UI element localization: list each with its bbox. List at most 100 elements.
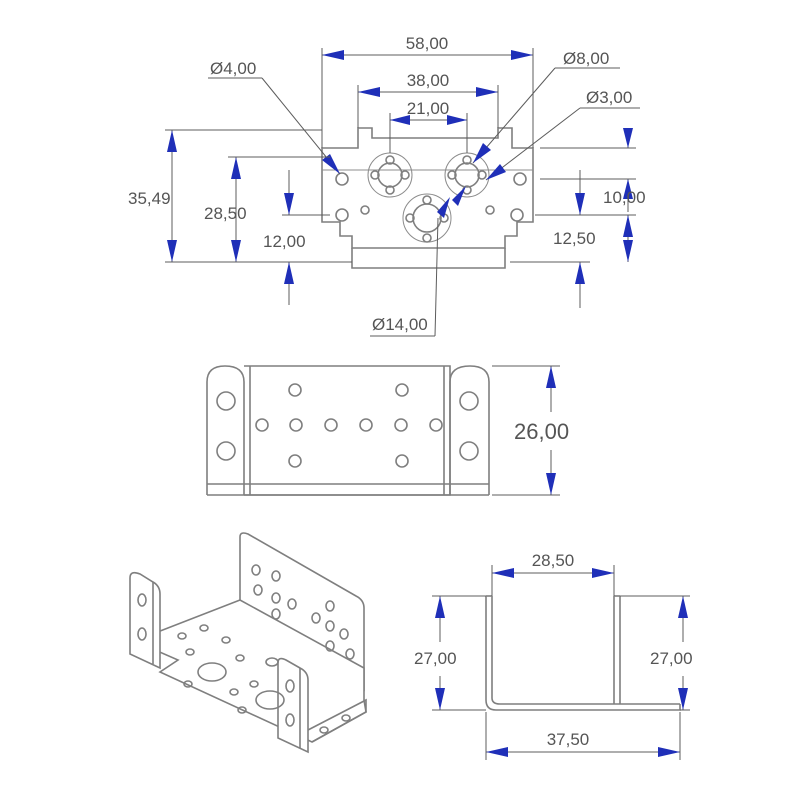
tab-hole [459, 391, 479, 411]
plate-hole [394, 418, 408, 432]
top-view-outline [321, 127, 534, 249]
hole-lower-left [335, 208, 349, 222]
arrow [492, 568, 514, 578]
iso-hole [177, 632, 187, 640]
arrow [546, 473, 556, 495]
arrow [322, 154, 340, 174]
side-view: 28,50 27,00 27,00 37,50 [414, 551, 693, 760]
arrow [435, 596, 445, 618]
plate-hole [359, 418, 373, 432]
arrow [447, 115, 467, 125]
arrow [678, 688, 688, 710]
iso-hole [271, 570, 281, 582]
iso-hole [221, 636, 231, 644]
dim-label-12-50: 12,50 [553, 229, 596, 248]
dim-label-12: 12,00 [263, 232, 306, 251]
dim-label-26: 26,00 [514, 419, 569, 444]
dim-label-dia-14: Ø14,00 [372, 315, 428, 334]
front-left-tab [206, 365, 245, 495]
hole-lower-right [510, 208, 524, 222]
top-view: 58,00 38,00 21,00 Ø4,00 Ø8,00 Ø3,00 [128, 34, 646, 337]
small-hole [447, 170, 457, 180]
small-hole [360, 205, 370, 215]
center-ring [402, 193, 452, 243]
arrow [231, 240, 241, 262]
top-view-lip [351, 248, 506, 269]
iso-hole [183, 680, 193, 688]
dim-label-28-50: 28,50 [204, 204, 247, 223]
iso-hole [265, 657, 279, 667]
small-hole [477, 170, 487, 180]
arrow [322, 50, 344, 60]
u-profile-inner [491, 596, 680, 705]
tab-hole [216, 441, 236, 461]
small-hole [405, 213, 415, 223]
dim-label-dia-4: Ø4,00 [210, 59, 256, 78]
iso-hole [339, 628, 349, 640]
iso-hole [285, 713, 295, 727]
iso-hole [249, 680, 259, 688]
horn-hole-left [377, 162, 403, 188]
arrow [231, 157, 241, 179]
iso-base-lip [307, 698, 367, 743]
iso-hole [251, 564, 261, 576]
iso-hole [137, 627, 147, 641]
small-hole [462, 155, 472, 165]
iso-hole [235, 654, 245, 662]
dim-label-58: 58,00 [406, 34, 449, 53]
iso-left-tab [129, 571, 161, 670]
plate-hole [289, 418, 303, 432]
iso-hole [325, 620, 335, 632]
iso-hole [325, 600, 335, 612]
dim-label-38: 38,00 [407, 71, 450, 90]
hole-4mm-left [335, 172, 349, 186]
arrow [435, 688, 445, 710]
arrow [358, 87, 380, 97]
small-hole [400, 170, 410, 180]
plate-hole [288, 383, 302, 397]
plate-hole [395, 454, 409, 468]
plate-hole [395, 383, 409, 397]
arrow [284, 193, 294, 215]
iso-hole [345, 648, 355, 660]
arrow [575, 262, 585, 284]
tab-hole [459, 441, 479, 461]
iso-hole [237, 706, 247, 714]
small-hole [485, 205, 495, 215]
isometric-view [129, 532, 367, 754]
u-profile-right-arm [613, 596, 621, 704]
arrow [284, 262, 294, 284]
dim-label-dia-3: Ø3,00 [586, 88, 632, 107]
iso-hole [341, 714, 351, 722]
dim-label-inner-width: 28,50 [532, 551, 575, 570]
arrow [623, 179, 633, 199]
arrow [167, 130, 177, 152]
horn-ring-right [444, 152, 490, 198]
arrow [623, 215, 633, 237]
arrow [592, 568, 614, 578]
iso-hole [137, 593, 147, 607]
arrow [437, 197, 450, 218]
leader-line [434, 217, 439, 337]
tab-hole [216, 391, 236, 411]
arrow [390, 115, 410, 125]
arrow [546, 366, 556, 388]
dim-label-dia-8: Ø8,00 [563, 49, 609, 68]
plate-hole [255, 418, 269, 432]
dim-label-outer-width: 37,50 [547, 730, 590, 749]
arrow [167, 240, 177, 262]
iso-hole [287, 598, 297, 610]
plate-hole [429, 418, 443, 432]
dim-label-21: 21,00 [407, 99, 450, 118]
small-hole [385, 185, 395, 195]
iso-hole [285, 679, 295, 693]
iso-large-hole [255, 690, 285, 710]
small-hole [422, 233, 432, 243]
small-hole [370, 170, 380, 180]
plate-hole [324, 418, 338, 432]
horn-hole-right [454, 162, 480, 188]
front-view: 26,00 [206, 365, 569, 496]
front-right-tab [449, 365, 490, 495]
arrow [452, 186, 466, 206]
